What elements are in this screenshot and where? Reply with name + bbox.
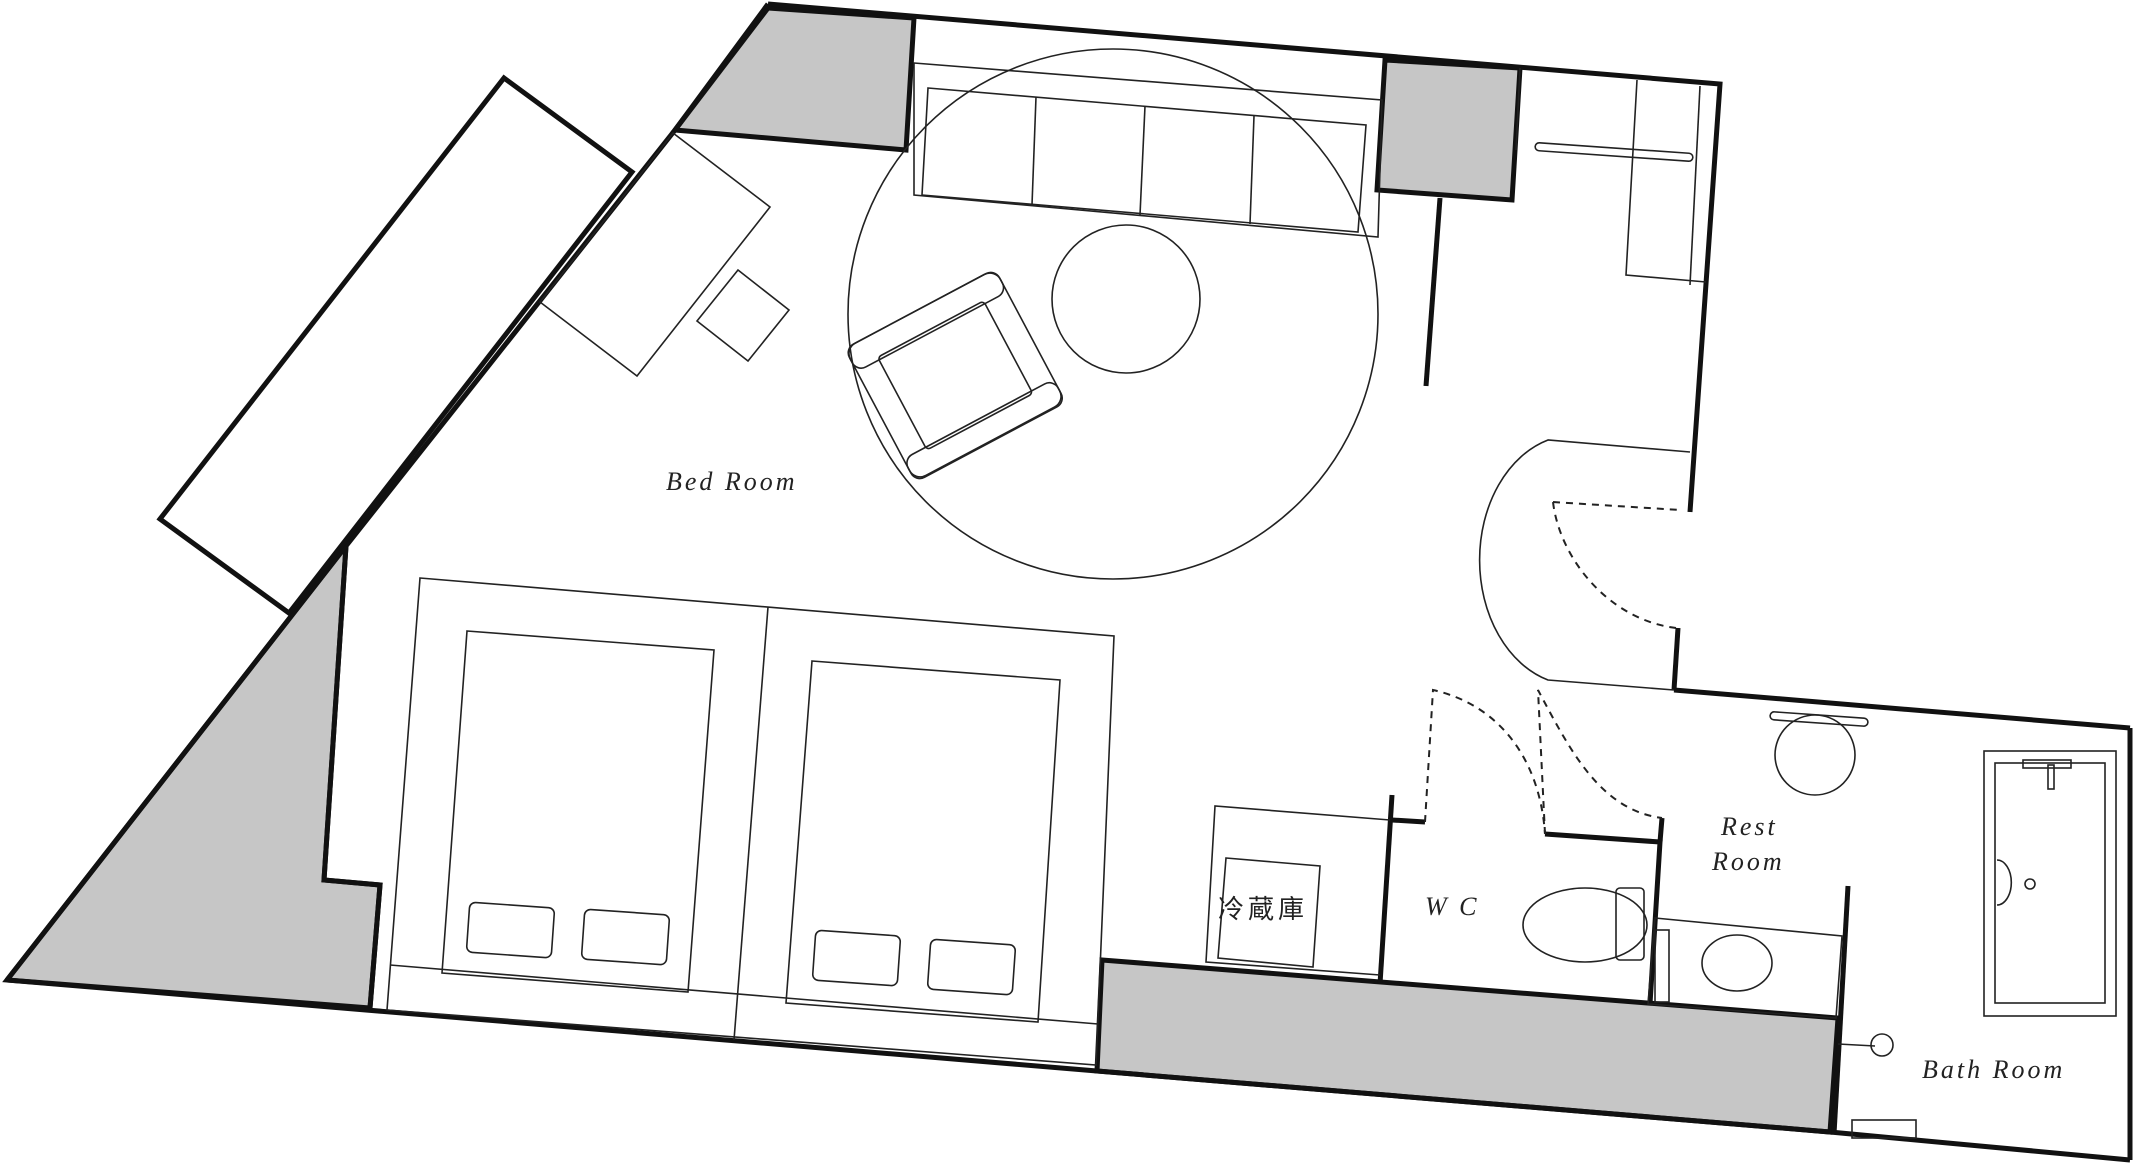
bed-right <box>785 660 1061 1023</box>
outer-wall-left-diagonal <box>344 2 771 548</box>
bathtub <box>1983 750 2117 1017</box>
wall-wc-right <box>1544 831 1663 1005</box>
bed-left <box>441 630 715 993</box>
shaft-top-mid <box>1374 57 1523 203</box>
outer-wall-bath-top <box>1673 687 2131 731</box>
armchair <box>847 271 1064 480</box>
round-rug <box>847 48 1379 580</box>
fridge-unit <box>1205 805 1391 976</box>
shaft-left-triangle <box>2 538 383 1011</box>
balcony-box <box>156 74 636 617</box>
bed-frame <box>386 577 1115 1066</box>
outer-wall-bottom <box>6 977 2131 1163</box>
desk <box>538 131 791 378</box>
left-diagonal-edge <box>5 544 348 982</box>
wall-fridge-right <box>1377 794 1395 985</box>
entry-door-swing <box>1552 501 1681 629</box>
label-wc: W C <box>1425 892 1480 921</box>
label-rest-1: Rest <box>1720 812 1778 841</box>
wall-closet-divider <box>1423 197 1443 387</box>
label-fridge: 冷蔵庫 <box>1218 895 1308 925</box>
vanity-sink <box>1647 917 1843 1019</box>
wall-bath-divider <box>1831 885 1851 1135</box>
restroom-door-swing <box>1537 689 1663 835</box>
wall-restroom-stub <box>1657 817 1665 843</box>
wall-fridge-stub <box>1391 817 1426 825</box>
label-bed-room: Bed Room <box>666 467 798 496</box>
shower-fixture <box>1837 1033 1894 1057</box>
outer-wall-left <box>321 545 383 1009</box>
label-bath-room: Bath Room <box>1922 1055 2065 1084</box>
bath-floor-item <box>1851 1119 1917 1139</box>
sofa <box>913 62 1383 238</box>
wc-door-swing <box>1424 688 1546 835</box>
toilet <box>1522 887 1648 963</box>
curved-partition <box>1478 439 1691 691</box>
restroom-mirror <box>1769 711 1869 796</box>
outer-wall-top <box>767 1 1723 513</box>
wall-door-jamb <box>1671 627 1681 691</box>
coffee-table <box>1051 224 1201 374</box>
closet <box>1515 67 1707 286</box>
shaft-bottom <box>1094 957 1841 1135</box>
label-rest-2: Room <box>1711 847 1785 876</box>
